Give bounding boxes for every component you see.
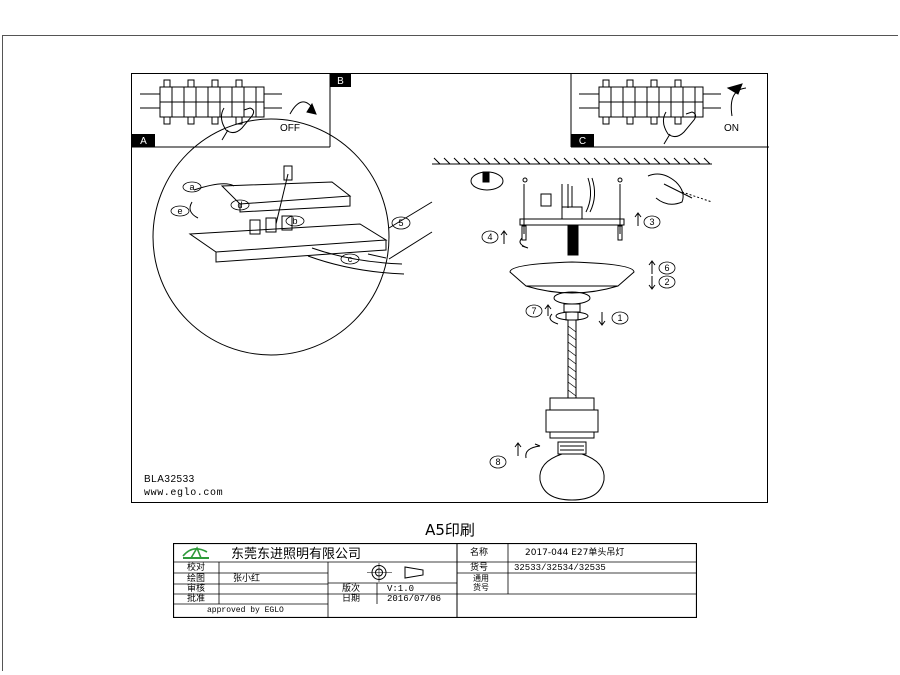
version-value: V:1.0 bbox=[387, 584, 415, 594]
panel-b-letter: B bbox=[337, 76, 344, 87]
off-label: OFF bbox=[280, 123, 300, 134]
assembly-illustration: B A C OFF ON a e d b c 5 4 3 bbox=[132, 74, 769, 501]
website-link: www.eglo.com bbox=[144, 488, 224, 499]
step-5: 5 bbox=[398, 218, 403, 228]
approved-label: 批准 bbox=[187, 594, 206, 604]
panel-a-letter: A bbox=[140, 136, 147, 147]
breaker-off-illustration bbox=[140, 79, 317, 141]
page-frame bbox=[2, 35, 898, 671]
callout-e: e bbox=[177, 206, 182, 216]
step-8: 8 bbox=[495, 457, 500, 467]
code-value: 32533/32534/32535 bbox=[514, 563, 606, 573]
checked-label: 校对 bbox=[187, 563, 206, 573]
model-code: BLA32533 bbox=[144, 474, 195, 485]
company-name: 东莞东进照明有限公司 bbox=[231, 547, 362, 562]
on-label: ON bbox=[724, 123, 739, 134]
reviewed-label: 审核 bbox=[187, 584, 206, 594]
step-2: 2 bbox=[664, 277, 669, 287]
code-label: 货号 bbox=[470, 563, 489, 573]
print-note: A5印刷 bbox=[425, 521, 475, 539]
callout-b: b bbox=[292, 216, 297, 226]
title-block: 东莞东进照明有限公司 校对 绘图 张小红 审核 批准 approved by E… bbox=[173, 543, 697, 618]
callout-c: c bbox=[348, 254, 353, 264]
drawn-value: 张小红 bbox=[233, 574, 261, 584]
title-block-grid bbox=[173, 543, 697, 618]
panel-c-letter: C bbox=[579, 136, 586, 147]
breaker-on-illustration bbox=[579, 79, 747, 145]
name-value: 2017-044 E27单头吊灯 bbox=[525, 548, 625, 558]
version-label: 版次 bbox=[342, 584, 361, 594]
step-1: 1 bbox=[617, 313, 622, 323]
assembly-diagram: B A C OFF ON a e d b c 5 4 3 bbox=[131, 73, 769, 503]
terminal-block-detail bbox=[152, 118, 405, 356]
step-6: 6 bbox=[664, 263, 669, 273]
name-label: 名称 bbox=[470, 548, 489, 558]
general-code-label-line2: 货号 bbox=[473, 583, 489, 592]
company-logo bbox=[182, 546, 209, 559]
general-code-label: 通用 货号 bbox=[473, 574, 493, 592]
step-7: 7 bbox=[531, 306, 536, 316]
date-label: 日期 bbox=[342, 594, 361, 604]
step-3: 3 bbox=[649, 217, 654, 227]
approved-by-eglo: approved by EGLO bbox=[207, 606, 284, 615]
callout-a: a bbox=[189, 182, 194, 192]
step-4: 4 bbox=[487, 232, 492, 242]
drawn-label: 绘图 bbox=[187, 574, 206, 584]
general-code-label-line1: 通用 bbox=[473, 574, 489, 583]
callout-d: d bbox=[237, 200, 242, 210]
date-value: 2016/07/06 bbox=[387, 594, 442, 604]
